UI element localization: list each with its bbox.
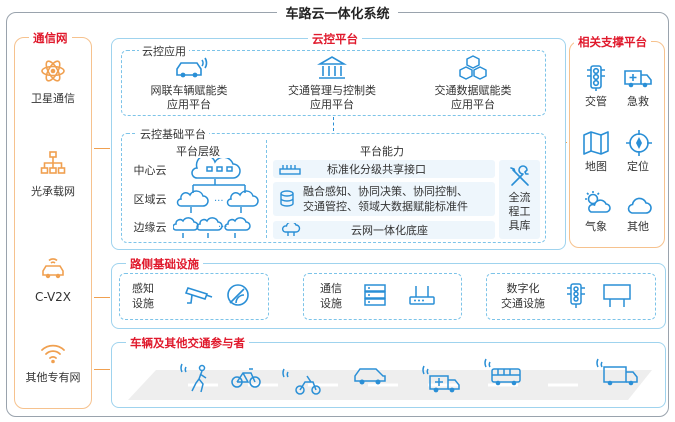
traffic-light-icon	[566, 282, 586, 310]
right-item-label: 其他	[627, 220, 649, 233]
comm-network-title: 通信网	[29, 30, 72, 46]
connector-arrow	[94, 369, 110, 370]
platform-capability-title: 平台能力	[357, 143, 407, 159]
connector-arrow	[94, 297, 110, 298]
cloud-network-icon	[281, 223, 301, 237]
capability-divider	[266, 140, 267, 238]
toolchain-box: 全流 程工 具库	[499, 160, 540, 239]
connector-arrow	[94, 148, 110, 149]
roadside-title: 路侧基础设施	[126, 256, 203, 272]
car-icon	[352, 364, 388, 388]
data-cubes-icon	[457, 54, 489, 82]
weather-icon	[582, 190, 612, 216]
right-item-label: 定位	[627, 160, 649, 173]
cloud-icon	[624, 194, 654, 216]
layer-label: 区域云	[133, 193, 167, 206]
toolchain-label: 全流	[508, 191, 531, 204]
toolchain-label: 具库	[508, 219, 531, 232]
cloud-app-label: 交通管理与控制类	[288, 84, 376, 97]
capability-bar-interface: 标准化分级共享接口	[273, 160, 495, 178]
cloud-hierarchy-icon: ··· ···	[173, 158, 263, 240]
capability-bar-label: 交通管控、领域大数据赋能标准件	[303, 200, 468, 213]
facility-label: 感知	[132, 282, 154, 295]
comm-facility-box	[303, 273, 462, 320]
map-icon	[582, 130, 610, 156]
capability-bar-foundation: 云网一体化底座	[273, 221, 495, 239]
left-item-label: 光承载网	[31, 185, 75, 198]
facility-label: 数字化	[506, 282, 540, 295]
vehicles-title: 车辆及其他交通参与者	[126, 335, 249, 351]
cloud-base-box	[121, 133, 546, 243]
billboard-icon	[602, 283, 632, 309]
radar-icon	[225, 282, 251, 308]
cloud-control-title: 云控平台	[308, 31, 362, 47]
layer-label: 中心云	[133, 164, 167, 177]
facility-label: 交通设施	[501, 297, 545, 310]
cloud-app-title: 云控应用	[139, 43, 189, 59]
government-building-icon	[317, 55, 347, 81]
svg-text:···: ···	[214, 196, 224, 207]
capability-bar-label: 云网一体化底座	[351, 224, 428, 237]
comm-network-panel	[14, 37, 92, 409]
platform-layers-title: 平台层级	[173, 143, 223, 159]
ambulance-icon	[623, 66, 653, 90]
left-item-label: 其他专有网	[25, 371, 81, 384]
bus-icon	[482, 358, 522, 388]
wifi-signal-icon	[40, 342, 66, 364]
toolchain-label: 程工	[508, 205, 531, 218]
capability-bar-standards: 融合感知、协同决策、协同控制、 交通管控、领域大数据赋能标准件	[273, 182, 495, 216]
right-item-label: 交管	[585, 95, 607, 108]
camera-icon	[185, 284, 215, 308]
layer-label: 边缘云	[133, 221, 167, 234]
capability-bar-label: 融合感知、协同决策、协同控制、	[303, 185, 468, 198]
cloud-app-box	[121, 50, 546, 116]
cloud-app-label: 应用平台	[451, 98, 495, 111]
connected-car-icon	[174, 56, 210, 80]
cloud-app-label: 交通数据赋能类	[434, 84, 512, 97]
motorcycle-icon	[280, 368, 324, 398]
support-platform-panel	[569, 41, 665, 248]
cloud-app-label: 网联车辆赋能类	[150, 84, 228, 97]
ambulance-icon	[420, 364, 468, 396]
app-base-link	[333, 117, 334, 131]
database-icon	[279, 190, 297, 208]
facility-label: 通信	[320, 282, 342, 295]
page-title: 车路云一体化系统	[0, 3, 675, 22]
router-icon	[408, 283, 436, 307]
left-item-label: 卫星通信	[31, 92, 75, 105]
facility-label: 设施	[132, 297, 154, 310]
traffic-light-icon	[586, 64, 606, 92]
tools-icon	[508, 165, 532, 189]
server-icon	[363, 283, 387, 307]
pedestrian-icon	[178, 363, 216, 393]
bicycle-icon	[230, 364, 262, 390]
roadside-panel	[111, 263, 666, 329]
cloud-app-label: 应用平台	[167, 98, 211, 111]
facility-label: 设施	[320, 297, 342, 310]
right-item-label: 急救	[627, 95, 649, 108]
cloud-app-label: 应用平台	[310, 98, 354, 111]
truck-icon	[594, 358, 640, 388]
compass-icon	[625, 129, 653, 157]
sensing-facility-box	[119, 273, 269, 320]
svg-text:···: ···	[218, 222, 228, 233]
connected-car-icon	[40, 257, 66, 283]
cloud-base-title: 云控基础平台	[137, 126, 209, 142]
right-item-label: 地图	[585, 160, 607, 173]
satellite-atom-icon	[40, 58, 66, 84]
interface-rack-icon	[279, 163, 301, 175]
right-item-label: 气象	[585, 220, 607, 233]
support-platform-title: 相关支撑平台	[574, 34, 651, 50]
digital-traffic-box	[486, 273, 656, 320]
network-tree-icon	[40, 150, 66, 176]
capability-bar-label: 标准化分级共享接口	[327, 163, 426, 176]
left-item-label: C-V2X	[34, 290, 72, 304]
